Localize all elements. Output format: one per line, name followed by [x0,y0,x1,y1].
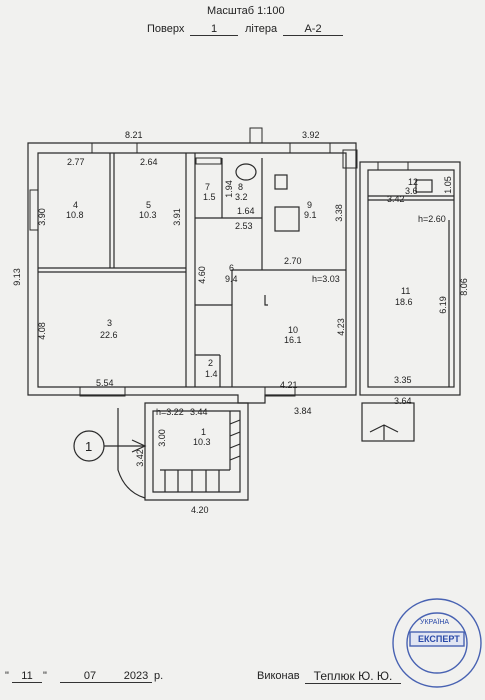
porch [361,402,415,442]
dim-r6-side: 4.60 [196,266,207,284]
room-12-area: 3.6 [405,186,418,196]
dim-r12-side: 1.05 [442,176,453,194]
room-8-area: 3.2 [235,192,248,202]
dim-r10-bottom: 4.21 [280,380,298,390]
dim-r12-w: 3.42 [387,194,405,204]
dim-r3-bottom: 5.54 [96,378,114,388]
scale-label: Масштаб 1:100 [207,5,285,17]
dim-bottom-mid: 3.84 [294,406,312,416]
stamp-ring-text: УКРАЇНА [420,619,450,626]
outer-wall-inner [37,152,347,388]
height-annex: h=2.60 [418,214,446,224]
room-9-area: 9.1 [304,210,317,220]
outer-wall [27,142,357,404]
height-main: h=3.03 [312,274,340,284]
dim-r4-top: 2.77 [67,157,85,167]
date-month: 07 [60,670,120,683]
floor-value: 1 [190,23,238,36]
dim-r1-bottom: 4.20 [191,505,209,515]
room-3-no: 3 [107,318,113,328]
floor-label: Поверх [147,23,185,35]
dim-r3-side: 4.08 [36,322,47,340]
date-year-suffix: р. [154,670,164,682]
room-11-wall-inner [367,169,455,388]
date-close-quote: " [43,670,47,682]
section-marker-number: 1 [85,439,93,454]
performer-label: Виконав [257,670,300,682]
dim-r8-w: 1.64 [237,206,255,216]
dim-r4-side: 3.90 [36,208,47,226]
room-11-no: 11 [401,286,411,296]
performer-name: Теплюк Ю. Ю. [305,669,401,684]
dim-r9-side: 3.38 [333,204,344,222]
date-year: 2023 [120,670,152,683]
room-8-no: 8 [238,182,244,192]
room-12-no: 12 [408,177,419,187]
dim-r1-left: 3.42 [134,449,145,467]
room-1-area: 10.3 [193,437,211,447]
room-11-wall [359,161,461,396]
room-5-area: 10.3 [139,210,157,220]
dim-r8-bottom: 2.53 [235,221,253,231]
room-7-no: 7 [205,182,211,192]
dim-r11-side: 6.19 [437,296,448,314]
letter-value: А-2 [283,23,343,36]
dim-r5-side: 3.91 [171,208,182,226]
dim-overall-right: 8.06 [458,278,469,296]
room-10-area: 16.1 [284,335,302,345]
room-2-no: 2 [208,358,214,368]
room-4-no: 4 [73,200,79,210]
room-7-area: 1.5 [203,192,216,202]
room-1-no: 1 [201,427,207,437]
dim-r10-side: 4.23 [335,318,346,336]
letter-label: літера [245,23,278,35]
date-open-quote: " [5,670,9,682]
dim-porch-w: 3.64 [394,396,412,406]
dim-top-right: 3.92 [302,130,320,140]
dim-r11-bottom: 3.35 [394,375,412,385]
room-2-area: 1.4 [205,369,218,379]
dim-r1-side: 3.00 [156,429,167,447]
height-entry: h=3.22 [156,407,184,417]
dim-r5-top: 2.64 [140,157,158,167]
room-4-area: 10.8 [66,210,84,220]
dim-overall-left: 9.13 [11,268,22,286]
dim-r7-h: 1.94 [223,180,234,198]
room-1-wall [144,402,249,501]
room-5-no: 5 [146,200,152,210]
stairs [160,411,241,492]
date-day: 11 [12,670,42,683]
stamp-center-text: ЕКСПЕРТ [418,634,460,644]
room-9-no: 9 [307,200,313,210]
room-6-no: 6 [229,263,235,273]
room-6-area: 9.4 [225,274,238,284]
room-3-area: 22.6 [100,330,118,340]
room-10-no: 10 [288,325,299,335]
expert-stamp [392,598,482,688]
room-11-area: 18.6 [395,297,413,307]
dim-r1-top: 3.44 [190,407,208,417]
dim-top-left: 8.21 [125,130,143,140]
dim-r9-bottom: 2.70 [284,256,302,266]
